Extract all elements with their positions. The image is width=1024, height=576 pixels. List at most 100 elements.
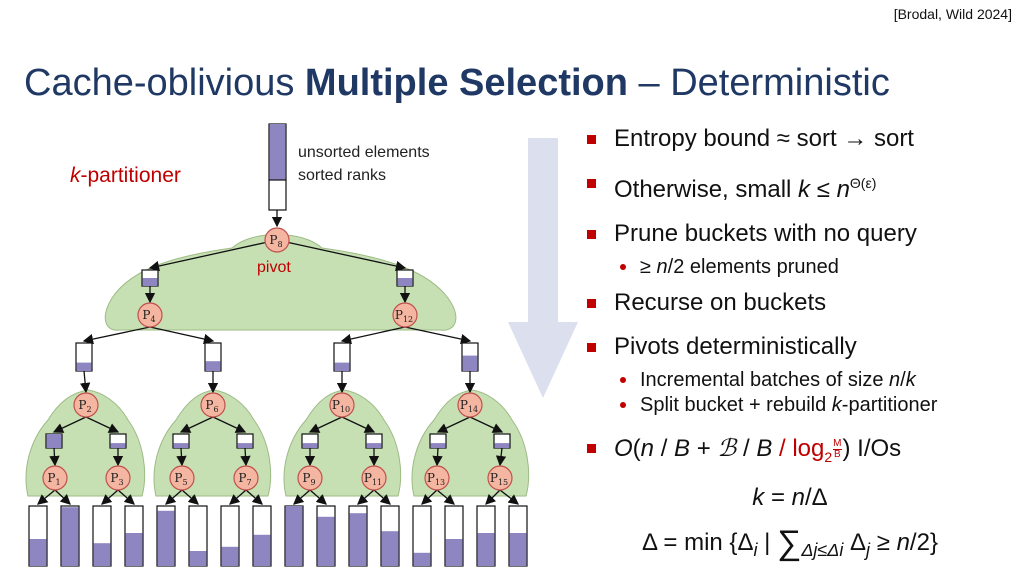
- svg-text:P12: P12: [395, 308, 413, 324]
- pivot-node-12: P12: [392, 302, 418, 328]
- pivot-node-8: P8: [264, 227, 290, 253]
- pivot-node-11: P11: [361, 465, 387, 491]
- leaf-bucket-10: [348, 505, 368, 567]
- formula-delta: Δ = min {Δi | ∑Δj≤Δi Δj ≥ n/2}: [642, 524, 938, 562]
- low-bucket-6: [429, 433, 447, 449]
- title-part2: – Deterministic: [627, 62, 890, 104]
- bullet-square-icon: [587, 135, 596, 144]
- bullet-dot-icon: [620, 264, 626, 270]
- svg-text:P7: P7: [238, 471, 251, 487]
- edge-b-l3-6: [432, 447, 443, 467]
- legend-unsorted: unsorted elements: [298, 144, 430, 161]
- low-bucket-2: [172, 433, 190, 449]
- low-bucket-4: [301, 433, 319, 449]
- pivot-node-7: P7: [233, 465, 259, 491]
- edge-b-l3-2: [176, 447, 187, 467]
- edge-b-l3-3: [240, 447, 251, 467]
- subbullet-split: Split bucket + rebuild k-partitioner: [582, 393, 1022, 417]
- svg-text:P8: P8: [269, 233, 282, 249]
- bullet-square-icon: [587, 179, 596, 188]
- edge-leaf-12: [421, 489, 438, 505]
- pivot-node-5: P5: [169, 465, 195, 491]
- leaf-bucket-1: [60, 505, 80, 567]
- svg-text:P3: P3: [110, 471, 123, 487]
- low-bucket-3: [236, 433, 254, 449]
- leaf-bucket-13: [444, 505, 464, 567]
- edge-leaf-8: [293, 489, 311, 505]
- leaf-bucket-11: [380, 505, 400, 567]
- pivot-node-15: P15: [487, 465, 513, 491]
- svg-text:P6: P6: [205, 398, 218, 414]
- edge-leaf-0: [36, 489, 56, 505]
- leaf-bucket-15: [508, 505, 528, 567]
- edge-leaf-7: [245, 489, 263, 505]
- pivot-node-13: P13: [424, 465, 450, 491]
- bullet-recurse: Recurse on buckets: [582, 288, 1022, 318]
- edge-l2-b-2: [179, 416, 214, 433]
- edge-leaf-4: [165, 489, 183, 505]
- pivot-node-14: P14: [457, 392, 483, 418]
- edge-leaf-9: [309, 489, 327, 505]
- edge-leaf-1: [54, 489, 71, 505]
- edge-l2-b-1: [85, 416, 120, 433]
- edge-leaf-15: [499, 489, 520, 505]
- leaf-bucket-2: [92, 505, 112, 567]
- leaf-bucket-5: [188, 505, 208, 567]
- mid-bucket-0: [75, 342, 93, 372]
- bullet-prune: Prune buckets with no query: [582, 219, 1022, 249]
- subbullet-batches: Incremental batches of size n/k: [582, 368, 1022, 392]
- edge-leaf-10: [357, 489, 375, 505]
- edge-b-l3-0: [49, 447, 60, 467]
- pivot-node-1: P1: [42, 465, 68, 491]
- svg-text:P5: P5: [174, 471, 187, 487]
- edge-l2-b-7: [469, 416, 504, 433]
- low-bucket-7: [493, 433, 511, 449]
- edge-l2-b-3: [212, 416, 247, 433]
- edge-l1-mid-1: [149, 326, 215, 345]
- svg-text:P1: P1: [47, 471, 60, 487]
- svg-text:P2: P2: [78, 398, 91, 414]
- pivot-node-9: P9: [297, 465, 323, 491]
- root-input-bar: [268, 123, 287, 181]
- svg-text:P10: P10: [332, 398, 350, 414]
- leaf-bucket-12: [412, 505, 432, 567]
- mid-bucket-3: [461, 342, 479, 372]
- leaf-bucket-8: [284, 505, 304, 567]
- edge-p8-bucket-1: [276, 239, 407, 272]
- edge-leaf-3: [117, 489, 135, 505]
- edge-l2-b-4: [308, 416, 343, 433]
- svg-text:P11: P11: [364, 471, 382, 487]
- citation: [Brodal, Wild 2024]: [893, 6, 1012, 22]
- bullet-square-icon: [587, 343, 596, 352]
- bullet-square-icon: [587, 299, 596, 308]
- low-bucket-5: [365, 433, 383, 449]
- root-sorted-bar: [268, 179, 287, 211]
- bullet-entropy-text: Entropy bound ≈ sort → sort: [614, 125, 914, 152]
- leaf-bucket-0: [28, 505, 48, 567]
- partitioner-label: k-partitioner: [70, 164, 181, 187]
- pivot-label: pivot: [257, 259, 291, 276]
- svg-text:P4: P4: [142, 308, 155, 324]
- mid-bucket-2: [333, 342, 351, 372]
- leaf-bucket-6: [220, 505, 240, 567]
- leaf-bucket-7: [252, 505, 272, 567]
- low-bucket-1: [109, 433, 127, 449]
- title-part1: Cache-oblivious: [24, 62, 305, 104]
- edge-leaf-13: [436, 489, 456, 505]
- bullet-pivots: Pivots deterministically: [582, 332, 1022, 362]
- top-bucket-0: [141, 269, 159, 287]
- bullet-entropy: Entropy bound ≈ sort → sort: [582, 124, 1022, 154]
- low-bucket-0: [45, 433, 63, 449]
- top-bucket-1: [396, 269, 414, 287]
- edge-leaf-5: [181, 489, 199, 505]
- bullet-list: Entropy bound ≈ sort → sort Otherwise, s…: [582, 124, 1022, 486]
- svg-text:P13: P13: [427, 471, 445, 487]
- leaf-bucket-9: [316, 505, 336, 567]
- leaf-bucket-3: [124, 505, 144, 567]
- edge-l1-mid-2: [340, 326, 406, 345]
- mid-bucket-1: [204, 342, 222, 372]
- pivot-node-4: P4: [137, 302, 163, 328]
